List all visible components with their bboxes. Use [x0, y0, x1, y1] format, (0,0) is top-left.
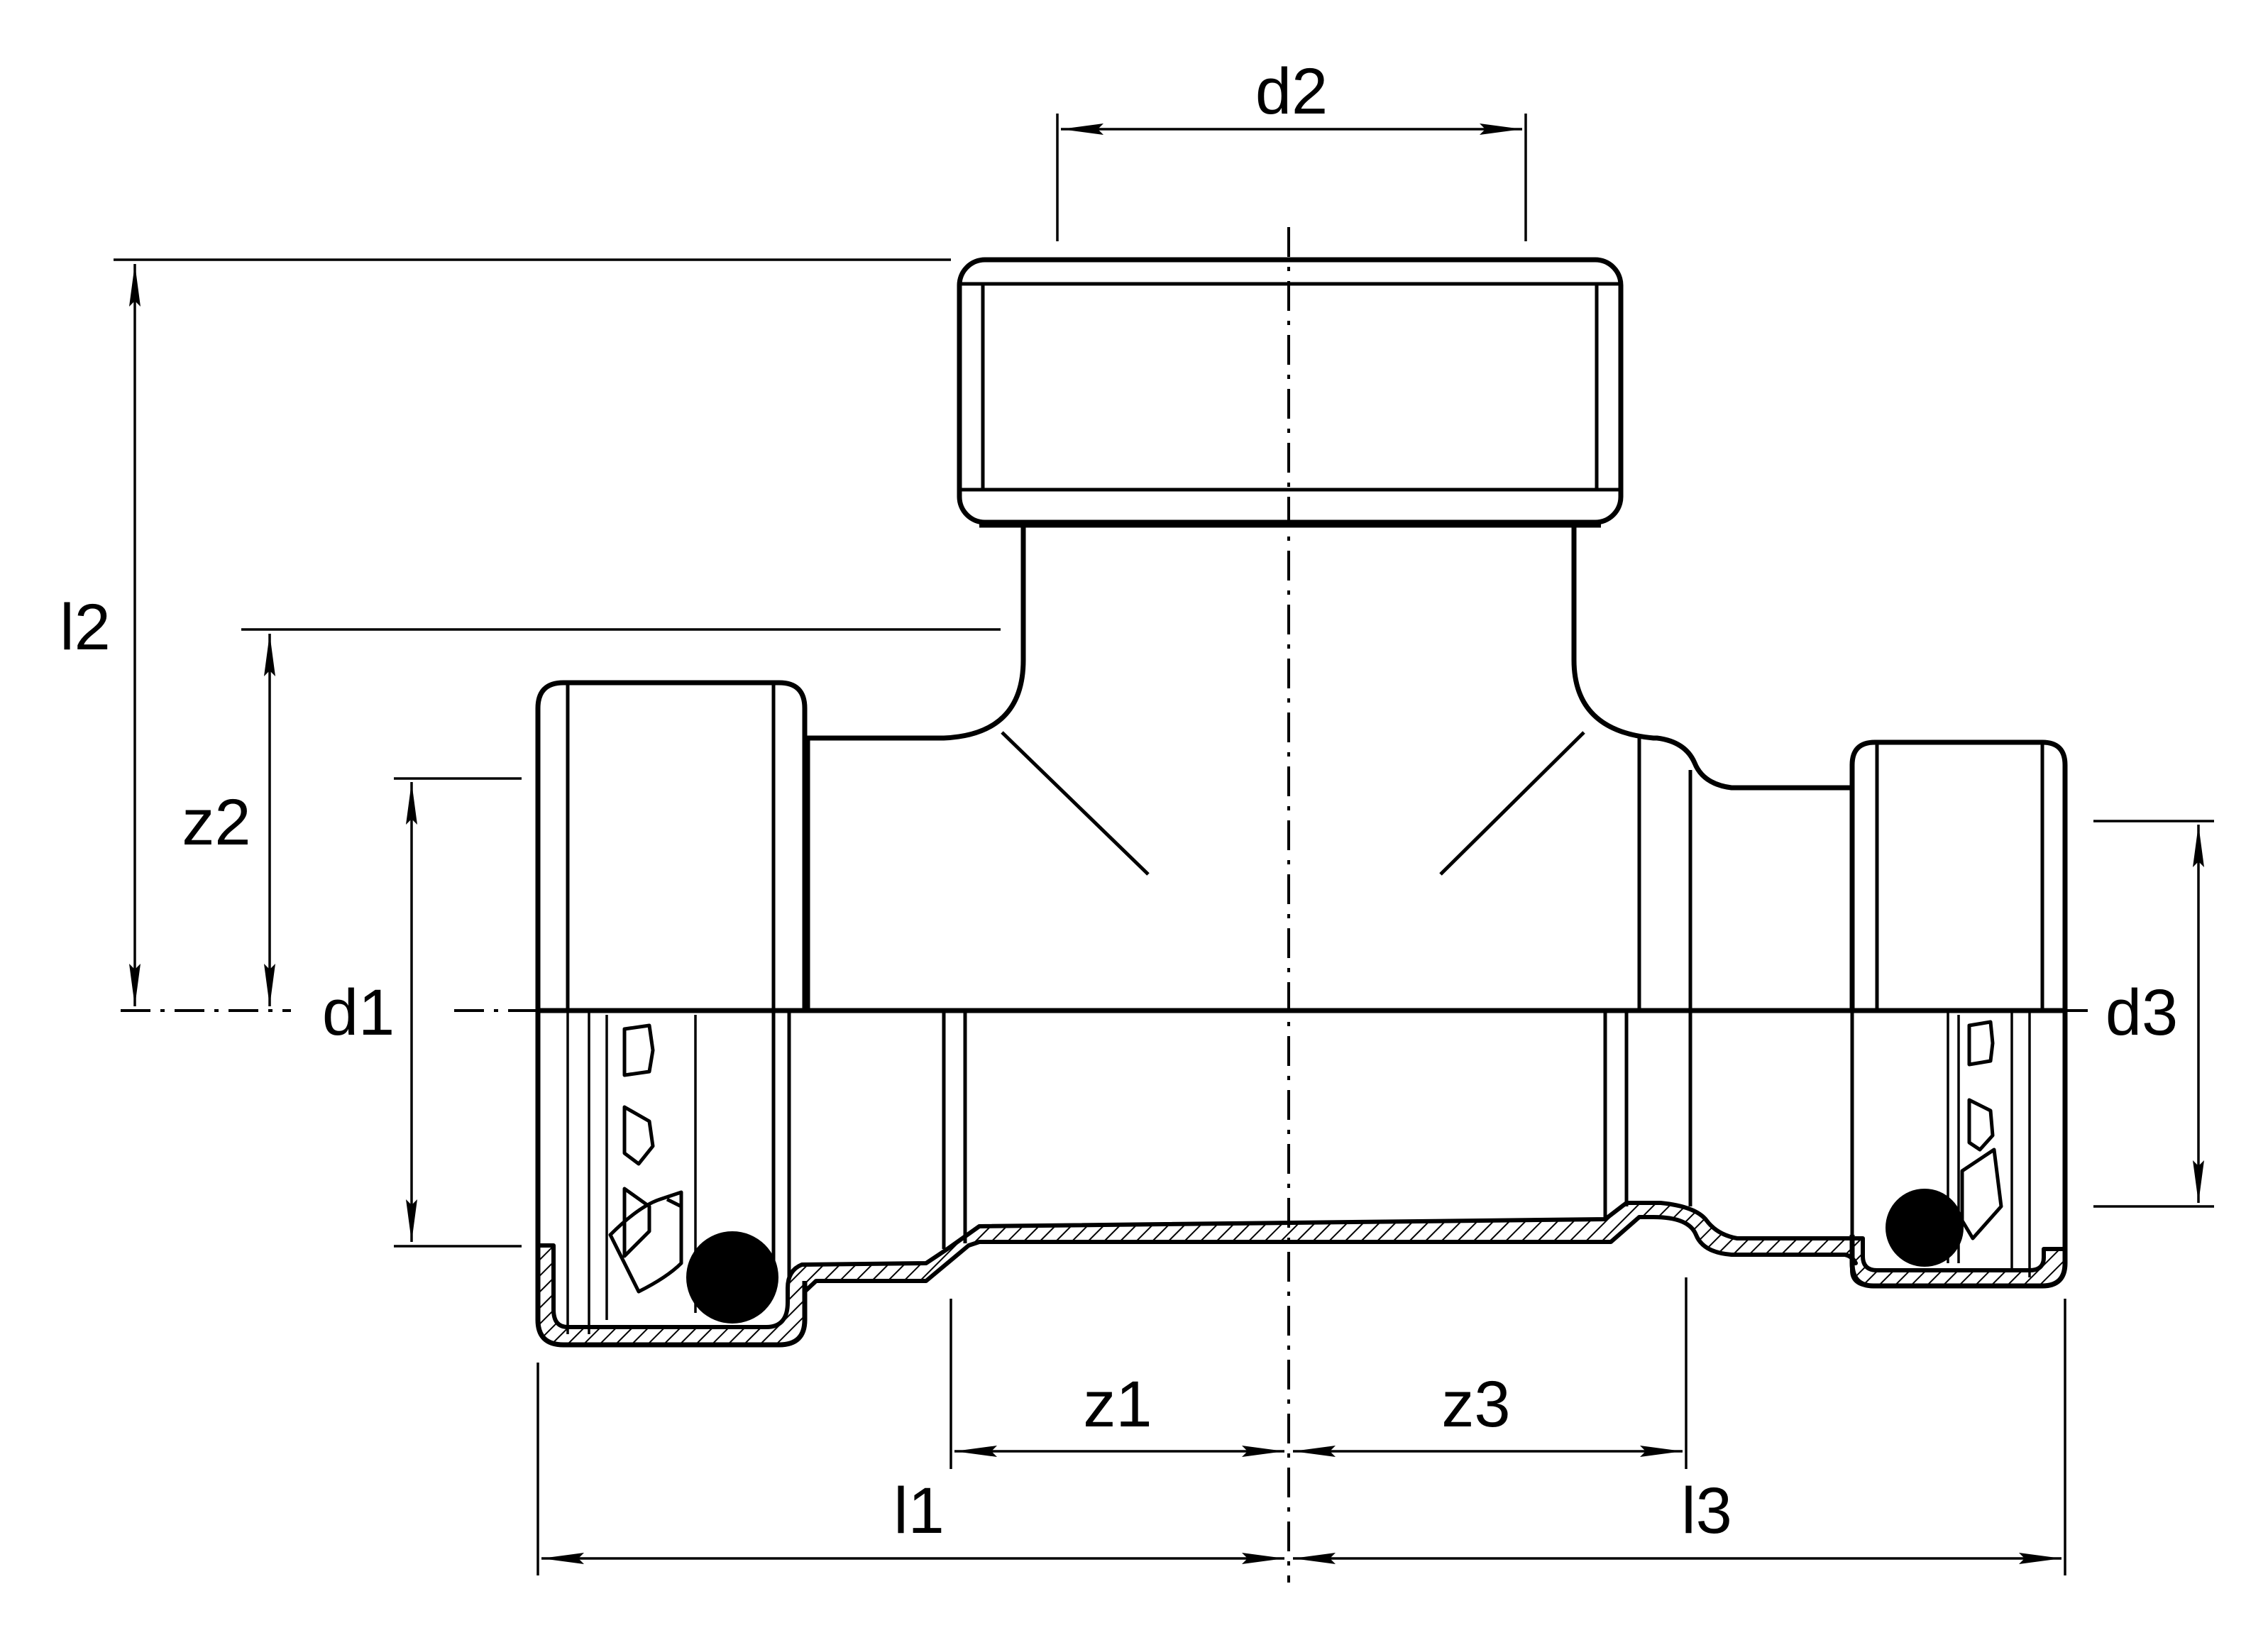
left-o-ring	[686, 1231, 778, 1324]
dimensions: d2 l2 z2 d1 d3 z1 z3 l1 l3	[60, 55, 2214, 1575]
label-z1: z1	[1083, 1368, 1152, 1441]
label-d1: d1	[322, 976, 395, 1049]
label-z3: z3	[1441, 1368, 1510, 1441]
right-o-ring	[1886, 1189, 1964, 1267]
branch-neck-left	[805, 525, 1026, 1011]
right-socket-end	[1849, 1011, 2068, 1289]
label-z2: z2	[182, 786, 251, 859]
label-l1: l1	[893, 1475, 945, 1547]
section-view	[535, 1011, 2068, 1348]
label-l2: l2	[60, 591, 111, 664]
branch-nut	[957, 257, 1624, 525]
label-d3: d3	[2105, 976, 2178, 1049]
left-socket-end	[535, 1011, 808, 1348]
right-socket-nut	[1849, 739, 2068, 1011]
left-socket-nut	[535, 680, 808, 1011]
inner-diagonal-right	[1439, 731, 1585, 876]
left-grip-ring	[566, 1011, 697, 1334]
branch-neck-right	[1571, 525, 1852, 791]
fitting-body	[535, 257, 2068, 1013]
inner-diagonal-left	[1001, 731, 1150, 876]
label-l3: l3	[1681, 1475, 1732, 1547]
label-d2: d2	[1255, 55, 1328, 128]
